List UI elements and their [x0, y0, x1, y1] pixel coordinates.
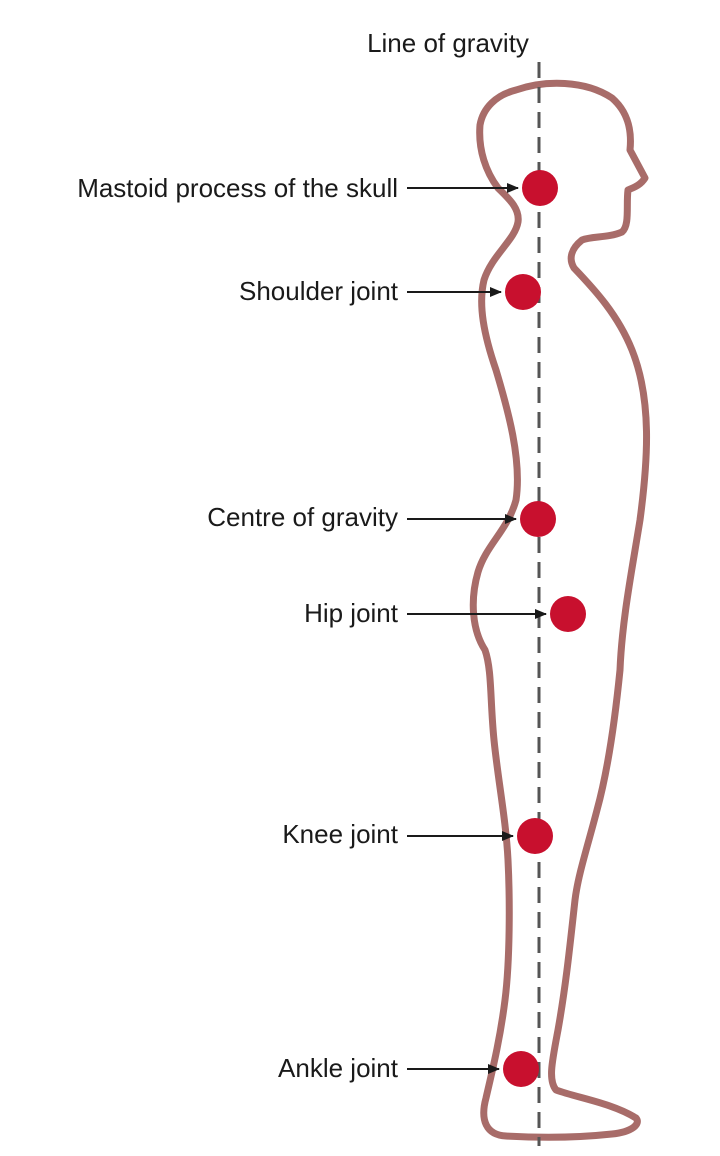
ankle-label: Ankle joint	[278, 1053, 399, 1083]
ankle-marker	[503, 1051, 539, 1087]
hip-label: Hip joint	[304, 598, 399, 628]
line-of-gravity-label: Line of gravity	[367, 28, 529, 58]
mastoid-marker	[522, 170, 558, 206]
centre-of-gravity-label: Centre of gravity	[207, 502, 398, 532]
hip-marker	[550, 596, 586, 632]
mastoid-label: Mastoid process of the skull	[77, 173, 398, 203]
knee-label: Knee joint	[282, 819, 398, 849]
knee-marker	[517, 818, 553, 854]
centre-of-gravity-marker	[520, 501, 556, 537]
shoulder-label: Shoulder joint	[239, 276, 399, 306]
shoulder-marker	[505, 274, 541, 310]
